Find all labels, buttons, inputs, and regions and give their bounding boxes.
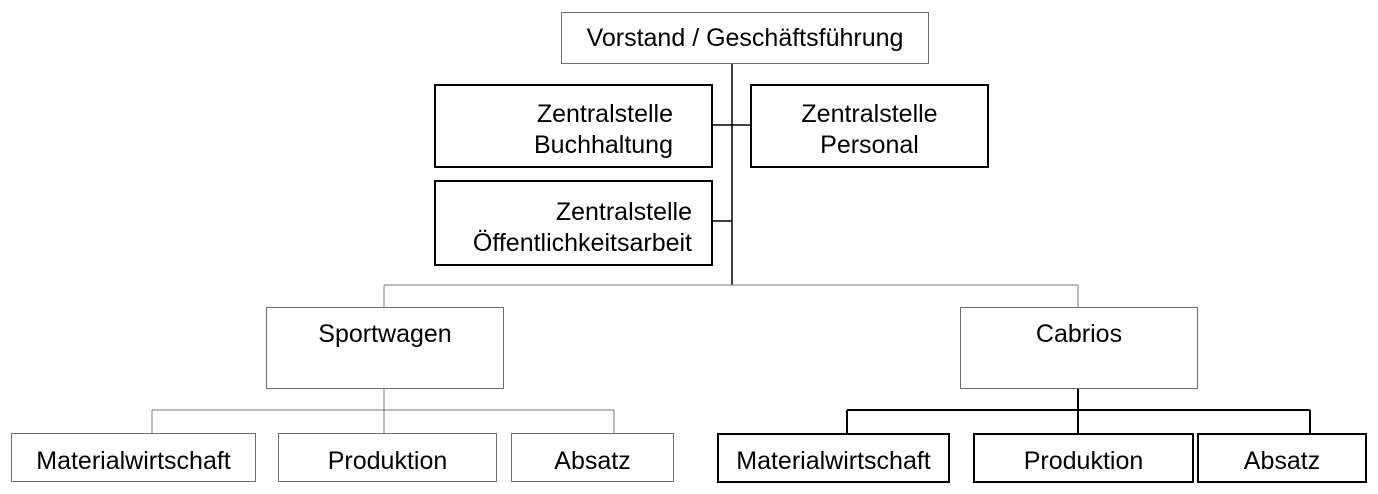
node-cb-absatz-label: Absatz — [1243, 447, 1321, 475]
node-vorstand: Vorstand / Geschäftsführung — [561, 12, 929, 64]
node-cb-produktion: Produktion — [973, 433, 1194, 483]
node-vorstand-label: Vorstand / Geschäftsführung — [586, 24, 904, 52]
node-zentralstelle-personal: Zentralstelle Personal — [750, 84, 989, 168]
node-cabrios: Cabrios — [960, 307, 1198, 389]
node-personal-line1: Zentralstelle — [801, 100, 938, 128]
node-cb-produktion-label: Produktion — [1023, 447, 1144, 475]
node-sw-produktion-label: Produktion — [327, 447, 448, 475]
node-zentralstelle-oeffentlichkeit: Zentralstelle Öffentlichkeitsarbeit — [434, 180, 713, 266]
node-personal-line2: Personal — [820, 131, 919, 159]
node-cabrios-label: Cabrios — [1035, 320, 1123, 348]
node-cb-absatz: Absatz — [1197, 433, 1367, 483]
node-cb-materialwirtschaft: Materialwirtschaft — [717, 433, 950, 483]
node-sw-absatz-label: Absatz — [554, 447, 631, 475]
node-buchhaltung-line1: Zentralstelle — [536, 100, 673, 128]
node-oeffentlichkeit-line2: Öffentlichkeitsarbeit — [472, 229, 692, 257]
node-buchhaltung-line2: Buchhaltung — [533, 131, 673, 159]
node-sportwagen-label: Sportwagen — [318, 320, 452, 348]
node-sportwagen: Sportwagen — [266, 307, 504, 389]
node-sw-produktion: Produktion — [278, 433, 497, 482]
node-sw-materialwirtschaft: Materialwirtschaft — [11, 433, 256, 482]
node-sw-absatz: Absatz — [511, 433, 674, 482]
node-sw-materialwirtschaft-label: Materialwirtschaft — [36, 447, 231, 475]
node-zentralstelle-buchhaltung: Zentralstelle Buchhaltung — [434, 84, 713, 168]
node-oeffentlichkeit-line1: Zentralstelle — [555, 198, 692, 226]
node-cb-materialwirtschaft-label: Materialwirtschaft — [736, 447, 931, 475]
